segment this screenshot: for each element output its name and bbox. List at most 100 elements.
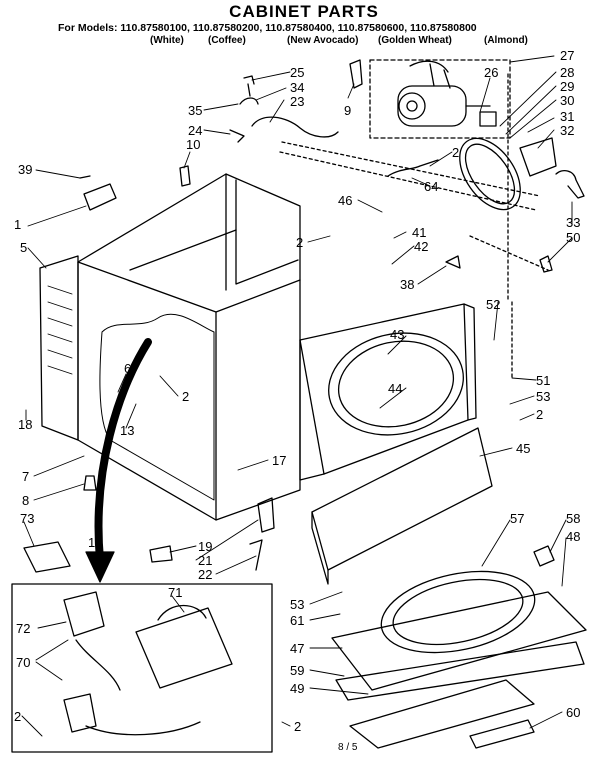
page-number: 8 / 5 <box>338 742 358 753</box>
callout-13: 13 <box>120 423 135 438</box>
callout-2: 2 <box>536 407 544 422</box>
cabinet-body <box>77 173 301 521</box>
page-title: CABINET PARTS <box>229 2 379 21</box>
callout-5: 5 <box>20 240 28 255</box>
part-38 <box>445 255 461 269</box>
color-golden-wheat: (Golden Wheat) <box>378 35 452 46</box>
callout-46: 46 <box>338 193 353 208</box>
callout-71: 71 <box>168 585 183 600</box>
callout-24: 24 <box>188 123 203 138</box>
callout-43: 43 <box>390 327 405 342</box>
callout-18: 18 <box>18 417 33 432</box>
leader-lines <box>21 55 573 737</box>
callout-32: 32 <box>560 123 575 138</box>
callout-10: 10 <box>186 137 201 152</box>
part-50 <box>539 255 553 273</box>
callout-16: 16 <box>88 535 103 550</box>
cabinet-side-panel <box>39 255 79 441</box>
callout-73: 73 <box>20 511 35 526</box>
part-21 <box>257 497 275 533</box>
part-9 <box>349 59 363 89</box>
callout-33: 33 <box>566 215 581 230</box>
callout-2: 2 <box>14 709 22 724</box>
callout-21: 21 <box>198 553 213 568</box>
callout-48: 48 <box>566 529 581 544</box>
callout-34: 34 <box>290 80 305 95</box>
callout-70: 70 <box>16 655 31 670</box>
callout-61: 61 <box>290 613 305 628</box>
part-24 <box>229 129 245 143</box>
part-34 <box>239 97 259 105</box>
color-coffee: (Coffee) <box>208 35 246 46</box>
detail-inset-box <box>11 583 273 753</box>
part-22 <box>249 539 263 571</box>
callout-30: 30 <box>560 93 575 108</box>
callout-41: 41 <box>412 225 427 240</box>
callout-26: 26 <box>484 65 499 80</box>
callout-2: 2 <box>452 145 460 160</box>
door-assembly <box>331 570 587 749</box>
callout-51: 51 <box>536 373 551 388</box>
callout-19: 19 <box>198 539 213 554</box>
drive-belt <box>459 137 521 211</box>
part-19 <box>149 545 173 563</box>
part-73-card <box>23 541 71 573</box>
callout-23: 23 <box>290 94 305 109</box>
part-58 <box>533 545 555 567</box>
callout-9: 9 <box>344 103 352 118</box>
callout-35: 35 <box>188 103 203 118</box>
part-10 <box>179 165 191 187</box>
callout-52: 52 <box>486 297 501 312</box>
color-almond: (Almond) <box>484 35 528 46</box>
color-new-avocado: (New Avocado) <box>287 35 359 46</box>
callout-42: 42 <box>414 239 429 254</box>
callout-58: 58 <box>566 511 581 526</box>
callout-50: 50 <box>566 230 581 245</box>
callout-38: 38 <box>400 277 415 292</box>
part-60 <box>469 719 535 749</box>
callout-39: 39 <box>18 162 33 177</box>
callout-2: 2 <box>182 389 190 404</box>
part-32 <box>519 137 557 177</box>
detail-arrow <box>94 338 152 564</box>
callout-60: 60 <box>566 705 581 720</box>
callout-47: 47 <box>290 641 305 656</box>
callout-49: 49 <box>290 681 305 696</box>
part-23-cord <box>251 116 339 138</box>
part-1-bracket <box>83 183 117 211</box>
callout-59: 59 <box>290 663 305 678</box>
callout-45: 45 <box>516 441 531 456</box>
callout-2: 2 <box>294 719 302 734</box>
drive-motor <box>397 60 497 127</box>
callout-7: 7 <box>22 469 30 484</box>
callout-27: 27 <box>560 48 575 63</box>
callout-6: 6 <box>124 361 132 376</box>
callout-57: 57 <box>510 511 525 526</box>
callout-1: 1 <box>14 217 22 232</box>
callout-25: 25 <box>290 65 305 80</box>
terminal-block-detail <box>63 591 233 736</box>
callout-72: 72 <box>16 621 31 636</box>
front-panel <box>299 303 477 481</box>
callout-8: 8 <box>22 493 30 508</box>
part-39 <box>79 175 91 179</box>
model-numbers: For Models: 110.87580100, 110.87580200, … <box>58 22 477 34</box>
part-25 <box>243 75 255 97</box>
callout-44: 44 <box>388 381 403 396</box>
callout-53: 53 <box>290 597 305 612</box>
callout-28: 28 <box>560 65 575 80</box>
callout-17: 17 <box>272 453 287 468</box>
frame-lines <box>279 73 549 379</box>
part-8-leveling-leg <box>83 475 97 491</box>
part-64-harness <box>387 159 439 177</box>
callout-64: 64 <box>424 179 439 194</box>
callout-31: 31 <box>560 109 575 124</box>
color-white: (White) <box>150 35 184 46</box>
part-33 <box>555 169 585 199</box>
callout-22: 22 <box>198 567 213 582</box>
callout-2: 2 <box>296 235 304 250</box>
callout-53: 53 <box>536 389 551 404</box>
callout-29: 29 <box>560 79 575 94</box>
toe-panel <box>311 427 493 571</box>
